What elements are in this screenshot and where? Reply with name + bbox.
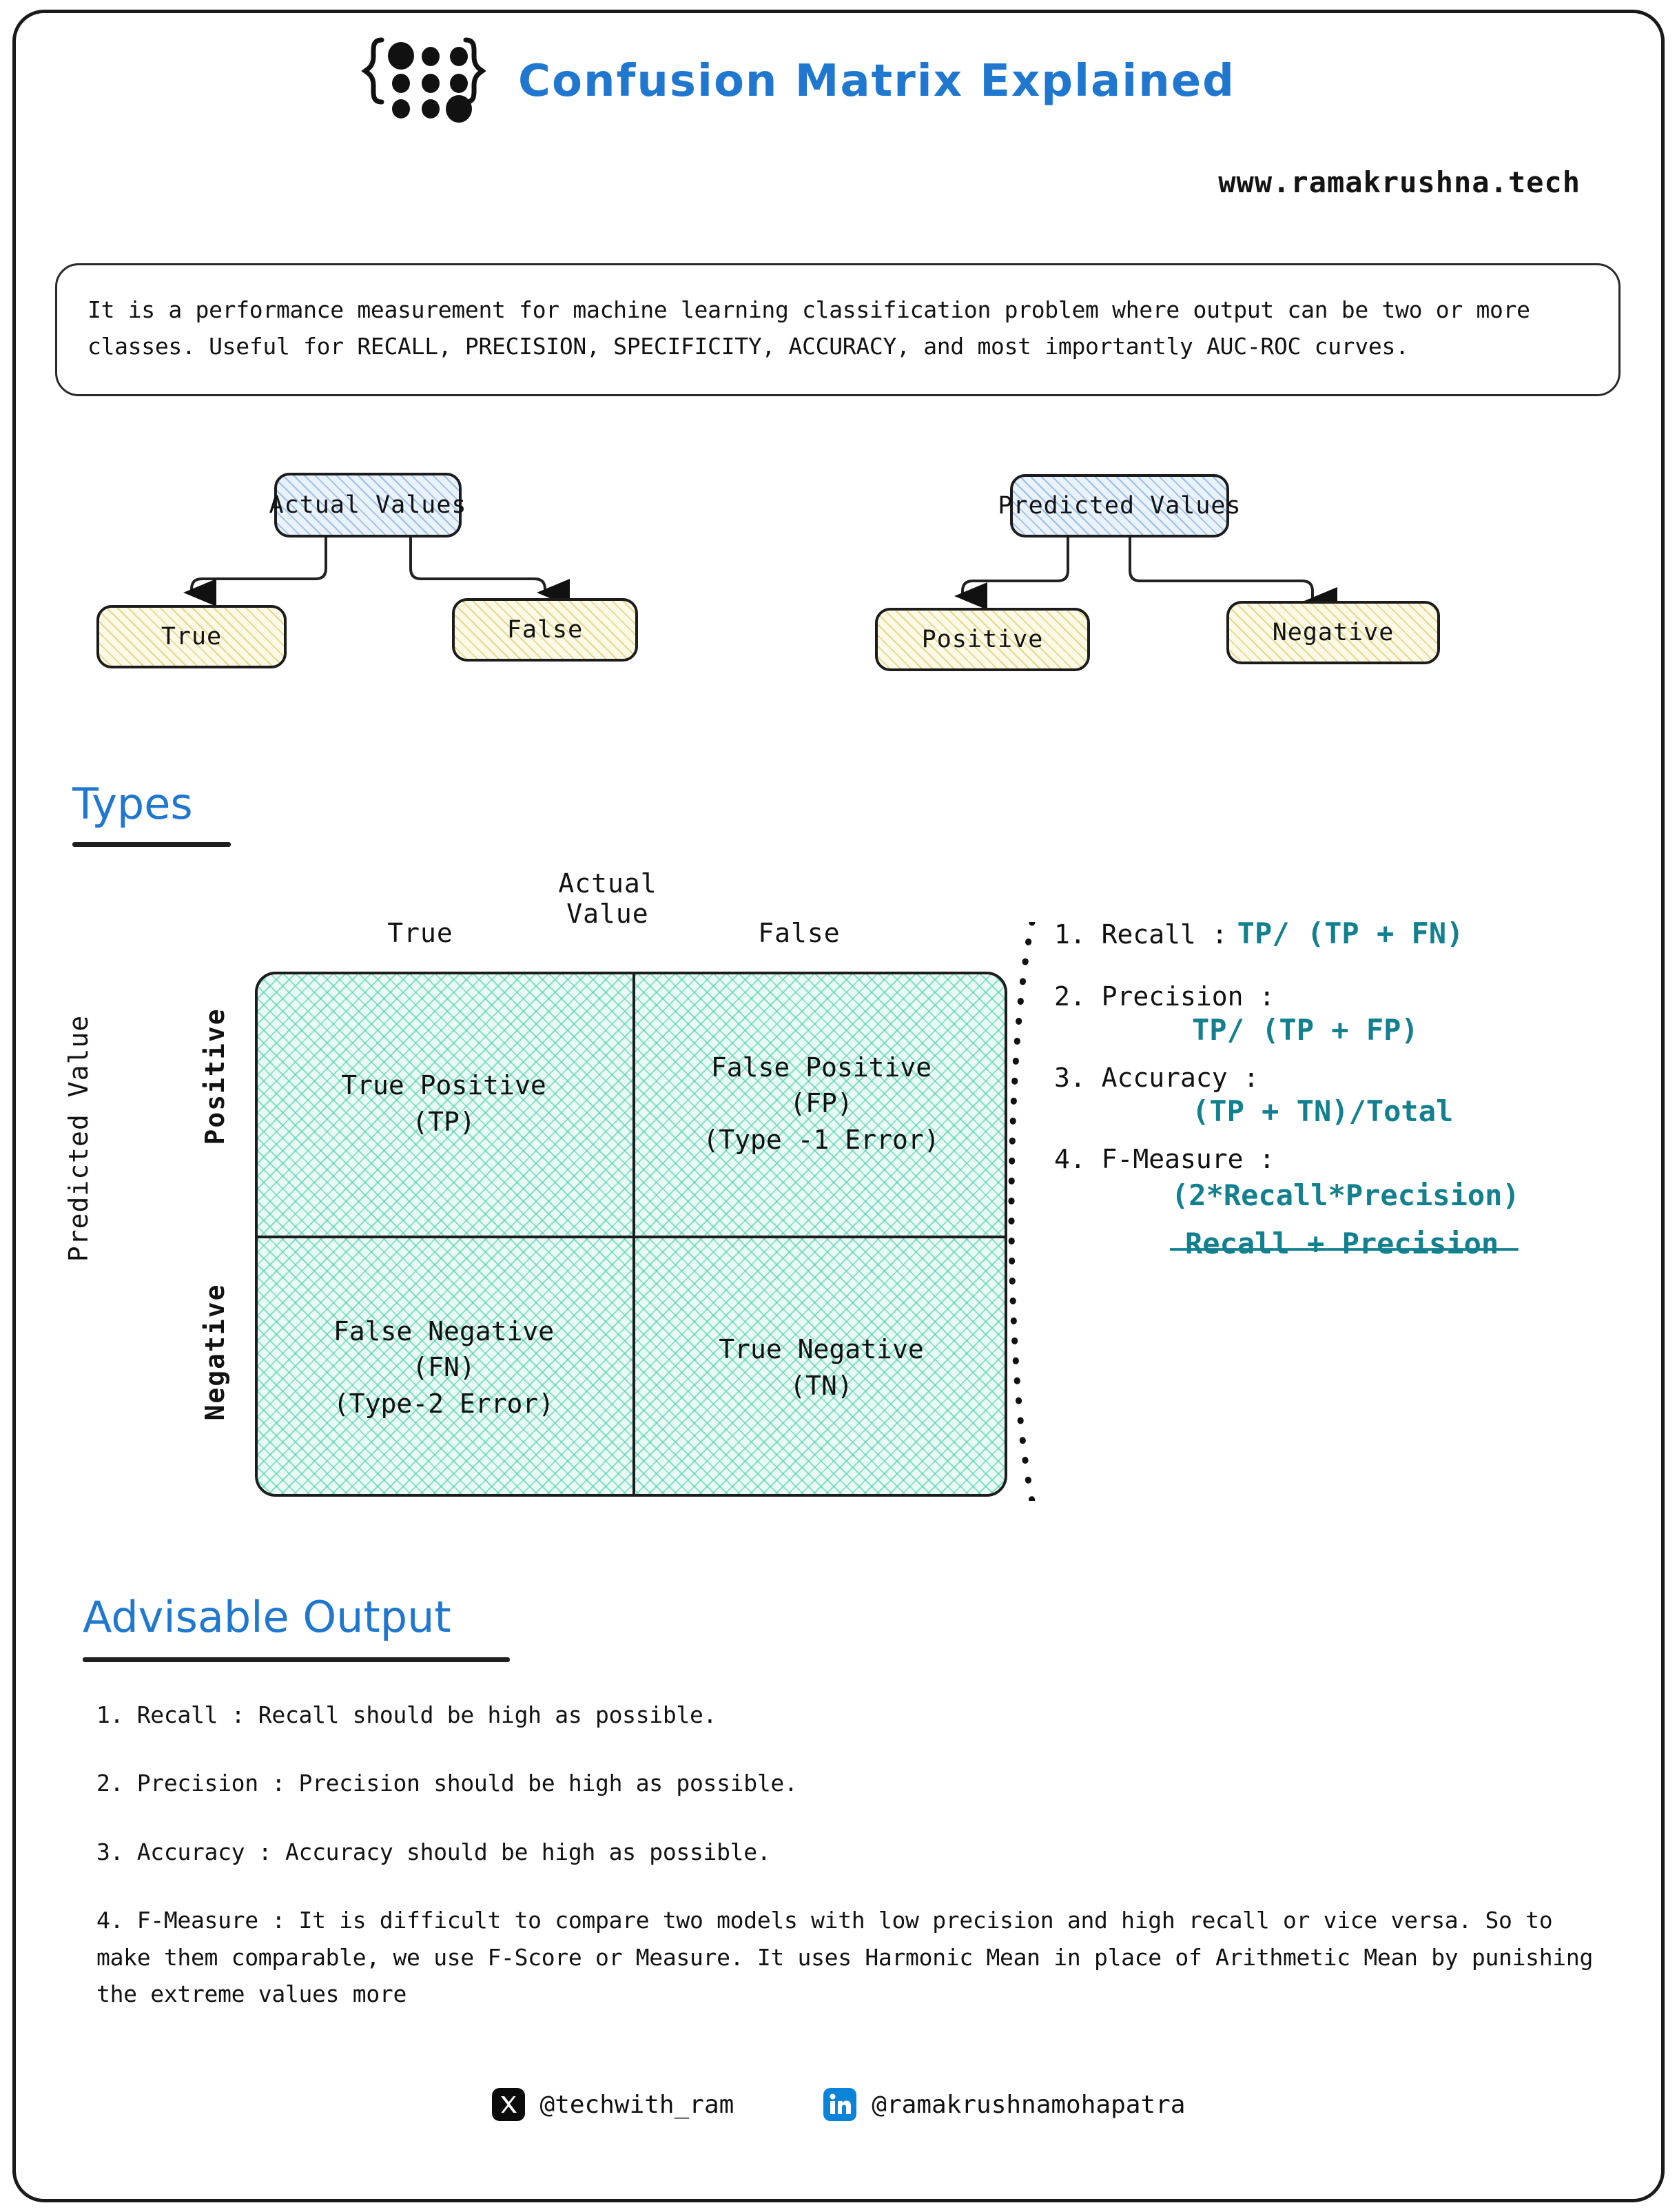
tree-connectors: [183, 537, 570, 606]
matrix-cell-true-negative[interactable]: True Negative (TN): [635, 1238, 1005, 1494]
tree-node-positive[interactable]: Positive: [875, 608, 1090, 671]
social-handle: @ramakrushnamohapatra: [872, 2090, 1186, 2119]
formula-precision-value-row: TP/ (TP + FP): [1192, 1013, 1677, 1047]
tree-node-label: Positive: [921, 626, 1044, 653]
advisable-output-list: 1. Recall : Recall should be high as pos…: [96, 1697, 1598, 2013]
tree-node-predicted-values[interactable]: Predicted Values: [998, 474, 1241, 537]
types-heading-underline: [72, 842, 231, 847]
formula-label: 2. Precision :: [1054, 981, 1275, 1012]
formula-value: Recall + Precision: [1185, 1227, 1499, 1260]
description-text: It is a performance measurement for mach…: [88, 296, 1530, 360]
x-twitter-icon[interactable]: [491, 2088, 525, 2121]
matrix-horizontal-divider: [258, 1236, 1005, 1238]
formula-value: TP/ (TP + FN): [1237, 916, 1464, 950]
list-item: 2. Precision : Precision should be high …: [96, 1770, 798, 1797]
cell-line: (TN): [790, 1370, 853, 1401]
predicted-values-tree: Predicted Values Positive Negative: [875, 455, 1612, 696]
cell-line: False Negative: [333, 1315, 555, 1346]
matrix-row-header-positive: Positive: [200, 1007, 230, 1145]
matrix-column-header-false: False: [758, 918, 841, 948]
formula-fmeasure-numerator: (2*Recall*Precision): [1171, 1178, 1677, 1212]
formula-accuracy-label-row: 3. Accuracy :: [1054, 1063, 1647, 1093]
matrix-y-axis-label: Predicted Value: [63, 1014, 94, 1262]
tree-connectors: [954, 537, 1337, 615]
dotted-curve-divider: [1008, 922, 1036, 1501]
description-box: It is a performance measurement for mach…: [55, 263, 1621, 396]
tree-node-label: Actual Values: [269, 491, 467, 519]
fraction-bar: ____________________: [1170, 1217, 1519, 1251]
matrix-braces-dots-logo: [361, 37, 486, 123]
actual-values-tree: Actual Values True False: [96, 455, 799, 696]
matrix-row-header-negative: Negative: [200, 1283, 230, 1421]
site-url: www.ramakrushna.tech: [1218, 165, 1581, 199]
cell-line: True Negative: [719, 1334, 924, 1365]
footer: @techwith_ram @ramakrushnamohapatra: [0, 2088, 1677, 2121]
formula-precision-label-row: 2. Precision :: [1054, 981, 1647, 1012]
cell-line: True Positive: [341, 1070, 546, 1101]
formula-recall: 1. Recall : TP/ (TP + FN): [1054, 916, 1647, 950]
advisable-output-heading: Advisable Output: [83, 1592, 451, 1642]
formula-value: (TP + TN)/Total: [1192, 1094, 1454, 1128]
list-item: 4. F-Measure : It is difficult to compar…: [96, 1907, 1594, 2008]
formula-accuracy-value-row: (TP + TN)/Total: [1192, 1094, 1677, 1128]
page-title: Confusion Matrix Explained: [518, 56, 1235, 107]
cell-line: (FN): [412, 1352, 475, 1383]
social-x-twitter[interactable]: @techwith_ram: [491, 2088, 734, 2121]
matrix-cell-true-positive[interactable]: True Positive (TP): [258, 974, 630, 1233]
social-handle: @techwith_ram: [539, 2090, 734, 2119]
advisable-heading-underline: [83, 1657, 510, 1662]
cell-line: (Type-2 Error): [333, 1388, 555, 1419]
matrix-vertical-divider: [632, 974, 635, 1494]
formula-fmeasure-bar: ____________________: [1170, 1217, 1677, 1251]
matrix-x-axis-label: Actual Value: [558, 868, 657, 929]
formula-value: (2*Recall*Precision): [1171, 1178, 1520, 1212]
cell-line: (Type -1 Error): [703, 1124, 940, 1155]
tree-node-false[interactable]: False: [452, 598, 638, 662]
list-item: 1. Recall : Recall should be high as pos…: [96, 1701, 717, 1728]
social-linkedin[interactable]: @ramakrushnamohapatra: [823, 2088, 1185, 2121]
tree-node-label: Predicted Values: [998, 492, 1242, 520]
types-section-heading: Types: [72, 779, 193, 829]
matrix-column-header-true: True: [387, 918, 453, 948]
tree-node-label: False: [506, 616, 584, 644]
formula-label: 4. F-Measure :: [1054, 1144, 1275, 1174]
matrix-cell-false-negative[interactable]: False Negative (FN) (Type-2 Error): [258, 1238, 630, 1494]
list-item: 3. Accuracy : Accuracy should be high as…: [96, 1838, 771, 1865]
matrix-grid: True Positive (TP) False Positive (FP) (…: [255, 972, 1007, 1497]
linkedin-icon[interactable]: [823, 2088, 857, 2121]
formula-value: TP/ (TP + FP): [1192, 1013, 1419, 1047]
tree-node-label: True: [161, 623, 223, 651]
tree-node-negative[interactable]: Negative: [1226, 601, 1440, 664]
formula-label: 3. Accuracy :: [1054, 1063, 1259, 1093]
formula-fmeasure-label-row: 4. F-Measure :: [1054, 1144, 1647, 1174]
matrix-cell-false-positive[interactable]: False Positive (FP) (Type -1 Error): [635, 974, 1005, 1233]
tree-node-label: Negative: [1272, 619, 1395, 646]
formula-fmeasure-denominator: Recall + Precision: [1185, 1227, 1677, 1260]
confusion-matrix-zone: Actual Value True False Predicted Value …: [0, 854, 1677, 1585]
cell-line: False Positive: [710, 1052, 932, 1083]
cell-line: (FP): [790, 1088, 853, 1119]
tree-node-true[interactable]: True: [96, 605, 287, 668]
cell-line: (TP): [412, 1106, 475, 1137]
formula-label: 1. Recall :: [1054, 919, 1228, 950]
header: Confusion Matrix Explained: [358, 33, 1235, 130]
tree-node-actual-values[interactable]: Actual Values: [269, 473, 466, 537]
